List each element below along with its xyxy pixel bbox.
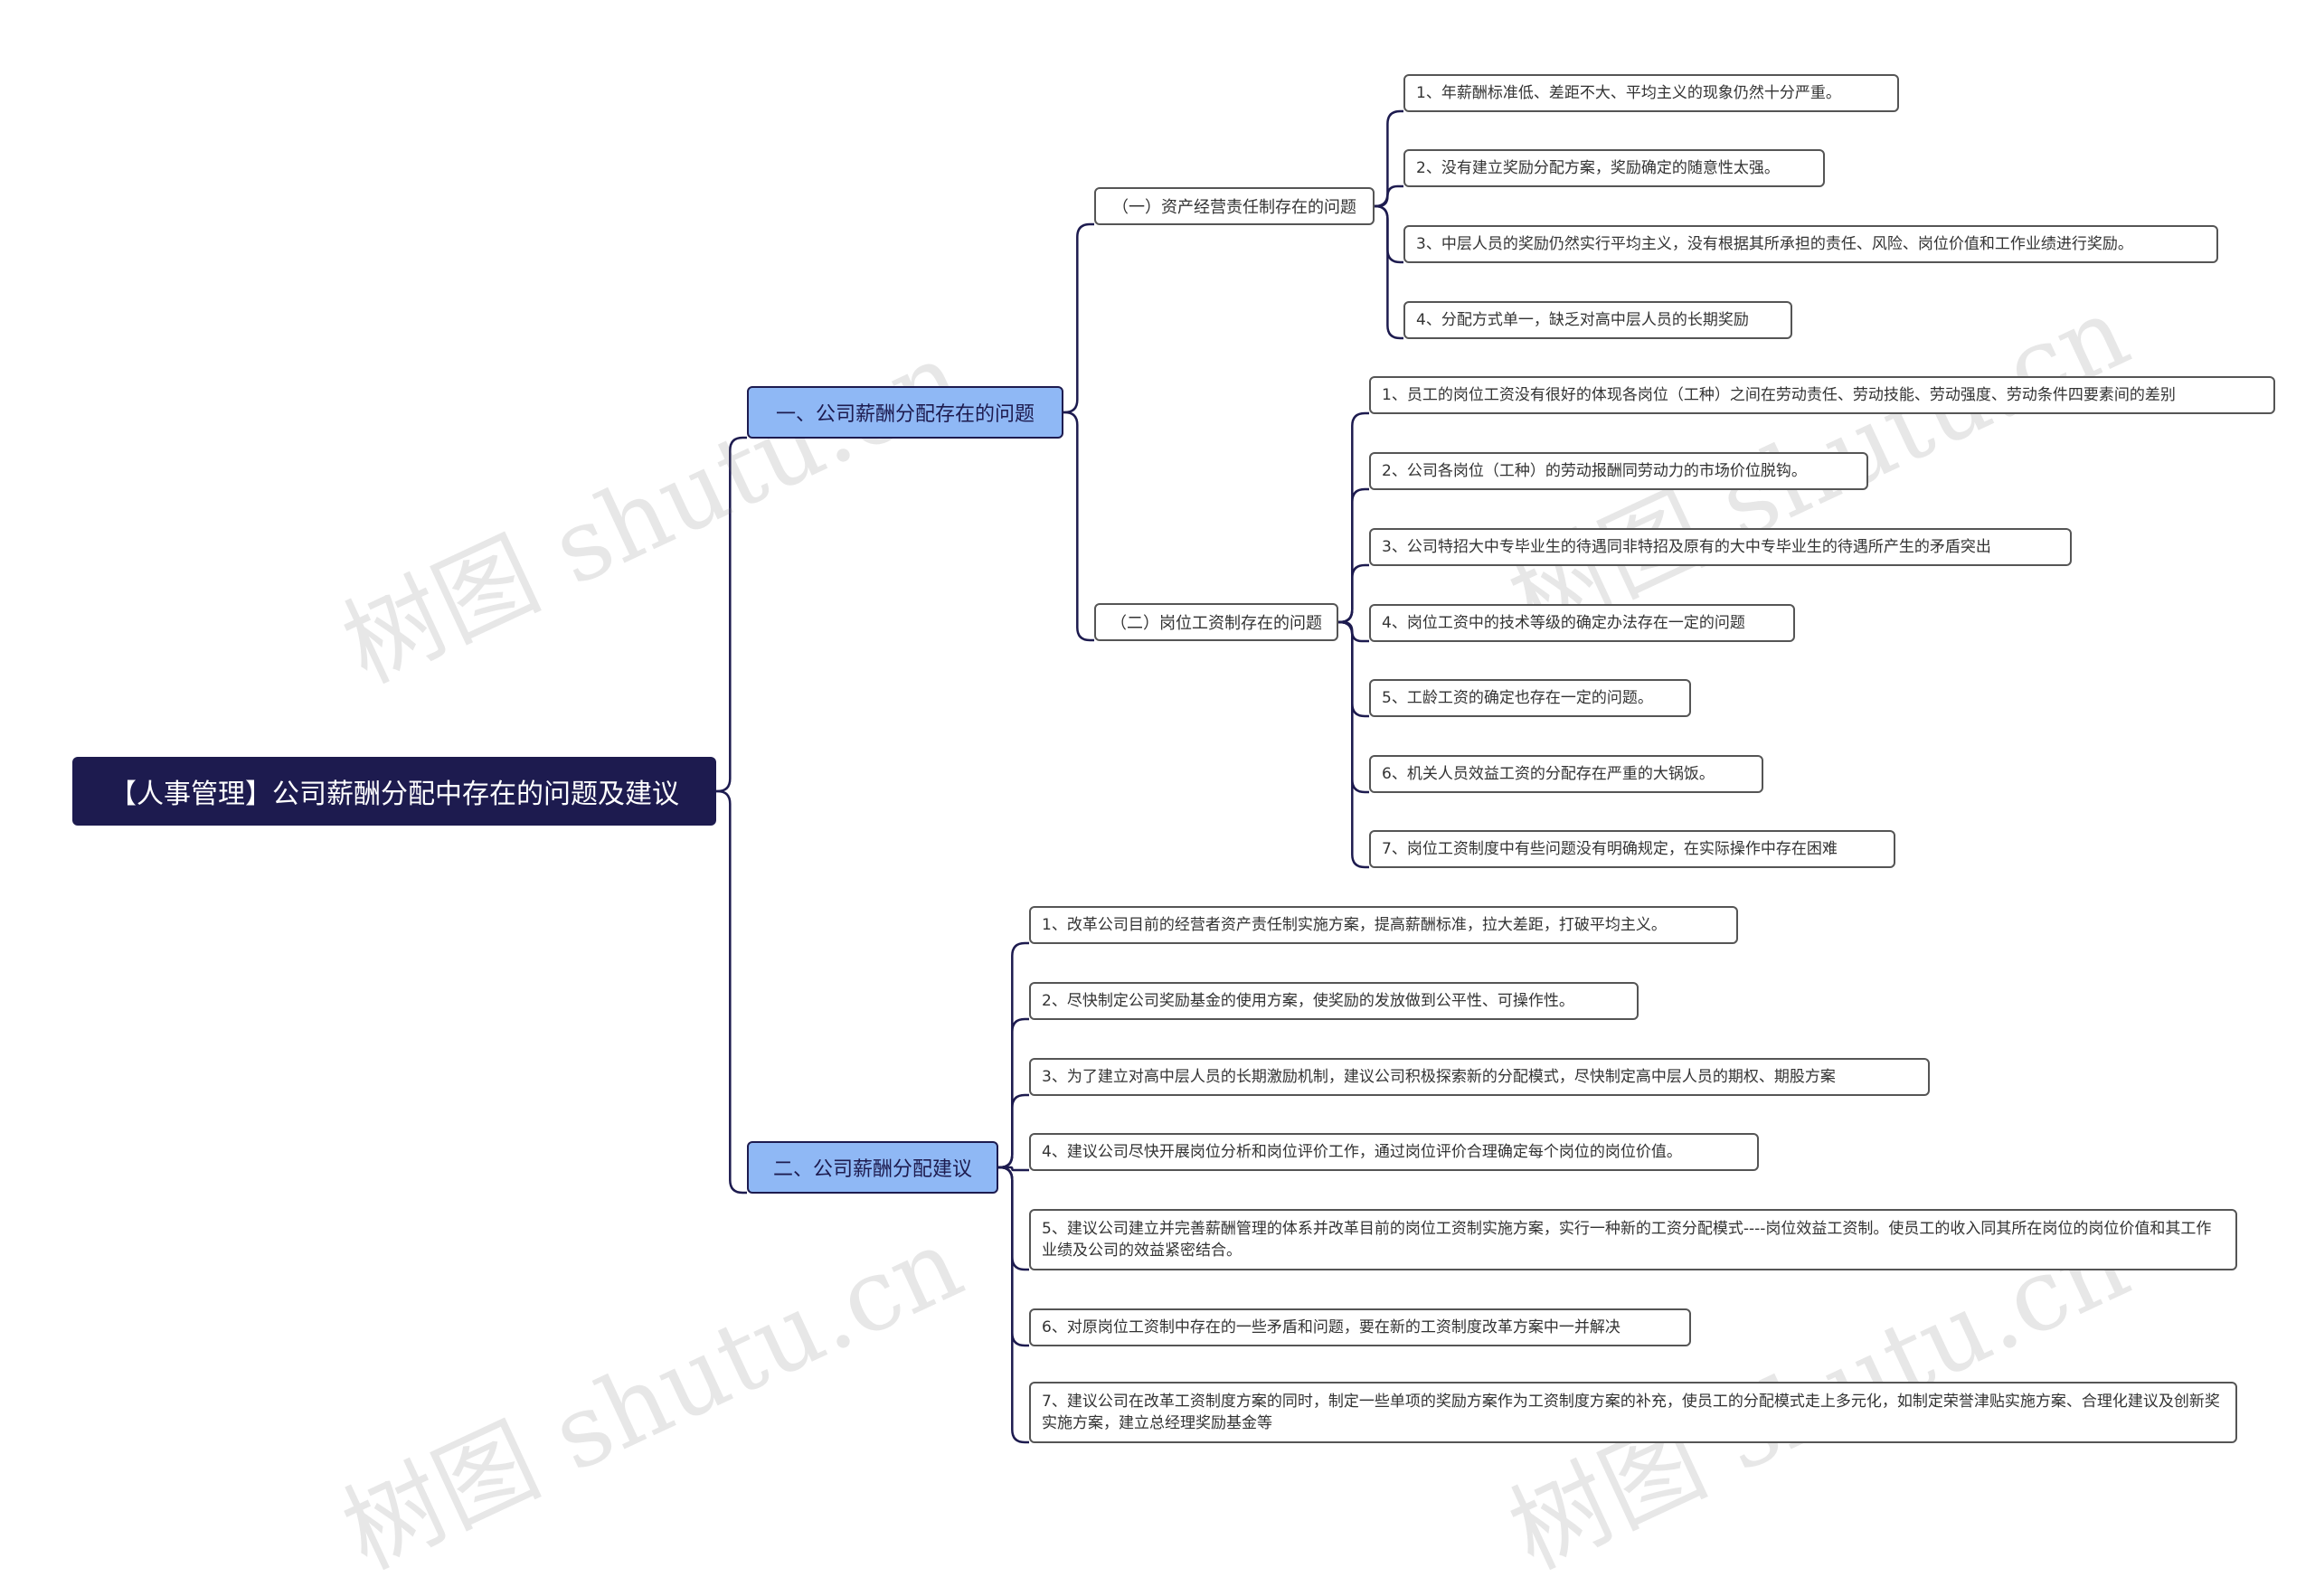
connector-line <box>998 1166 1029 1271</box>
leaf-item[interactable]: 2、没有建立奖励分配方案，奖励确定的随意性太强。 <box>1403 149 1825 187</box>
connector-line <box>998 941 1029 1169</box>
connector-line <box>1338 411 1369 624</box>
connector-line <box>1063 411 1094 642</box>
connector-line <box>1338 563 1369 624</box>
leaf-item[interactable]: 5、建议公司建立并完善薪酬管理的体系并改革目前的岗位工资制实施方案，实行一种新的… <box>1029 1209 2237 1270</box>
connector-line <box>1063 222 1094 414</box>
connector-line <box>716 789 747 1195</box>
leaf-item[interactable]: 1、改革公司目前的经营者资产责任制实施方案，提高薪酬标准，拉大差距，打破平均主义… <box>1029 906 1738 944</box>
leaf-item[interactable]: 4、分配方式单一，缺乏对高中层人员的长期奖励 <box>1403 301 1792 339</box>
leaf-item[interactable]: 7、建议公司在改革工资制度方案的同时，制定一些单项的奖励方案作为工资制度方案的补… <box>1029 1382 2237 1443</box>
mindmap-canvas: 树图 shutu.cn 树图 shutu.cn 树图 shutu.cn 树图 s… <box>72 74 2275 1591</box>
root-topic[interactable]: 【人事管理】公司薪酬分配中存在的问题及建议 <box>72 757 716 826</box>
leaf-item[interactable]: 6、机关人员效益工资的分配存在严重的大锅饭。 <box>1369 755 1763 793</box>
connector-line <box>1338 620 1369 794</box>
connector-line <box>998 1017 1029 1169</box>
connector-lines <box>716 109 1403 1444</box>
leaf-item[interactable]: 3、为了建立对高中层人员的长期激励机制，建议公司积极探索新的分配模式，尽快制定高… <box>1029 1058 1930 1096</box>
leaf-item[interactable]: 1、年薪酬标准低、差距不大、平均主义的现象仍然十分严重。 <box>1403 74 1899 112</box>
sub-branch-asset-responsibility[interactable]: （一）资产经营责任制存在的问题 <box>1094 187 1375 225</box>
connector-line <box>998 1166 1029 1347</box>
leaf-item[interactable]: 3、中层人员的奖励仍然实行平均主义，没有根据其所承担的责任、风险、岗位价值和工作… <box>1403 225 2218 263</box>
leaf-item[interactable]: 2、尽快制定公司奖励基金的使用方案，使奖励的发放做到公平性、可操作性。 <box>1029 982 1639 1020</box>
leaf-item[interactable]: 6、对原岗位工资制中存在的一些矛盾和问题，要在新的工资制度改革方案中一并解决 <box>1029 1308 1691 1346</box>
connector-line <box>1375 204 1403 340</box>
sub-branch-post-wage[interactable]: （二）岗位工资制存在的问题 <box>1094 603 1338 641</box>
branch-problems[interactable]: 一、公司薪酬分配存在的问题 <box>747 386 1063 439</box>
connector-line <box>1375 184 1403 208</box>
leaf-item[interactable]: 1、员工的岗位工资没有很好的体现各岗位（工种）之间在劳动责任、劳动技能、劳动强度… <box>1369 376 2275 414</box>
leaf-item[interactable]: 4、岗位工资中的技术等级的确定办法存在一定的问题 <box>1369 604 1795 642</box>
connector-line <box>1375 204 1403 264</box>
connector-line <box>1338 620 1369 643</box>
connector-line <box>998 1093 1029 1169</box>
connector-line <box>1338 620 1369 869</box>
leaf-item[interactable]: 7、岗位工资制度中有些问题没有明确规定，在实际操作中存在困难 <box>1369 830 1895 868</box>
leaf-item[interactable]: 2、公司各岗位（工种）的劳动报酬同劳动力的市场价位脱钩。 <box>1369 452 1868 490</box>
branch-suggestions[interactable]: 二、公司薪酬分配建议 <box>747 1141 998 1194</box>
connector-line <box>1338 487 1369 624</box>
connector-line <box>998 1166 1029 1444</box>
leaf-item[interactable]: 3、公司特招大中专毕业生的待遇同非特招及原有的大中专毕业生的待遇所产生的矛盾突出 <box>1369 528 2072 566</box>
leaf-item[interactable]: 5、工龄工资的确定也存在一定的问题。 <box>1369 679 1691 717</box>
connector-line <box>998 1166 1029 1172</box>
connector-line <box>716 436 747 793</box>
leaf-item[interactable]: 4、建议公司尽快开展岗位分析和岗位评价工作，通过岗位评价合理确定每个岗位的岗位价… <box>1029 1133 1759 1171</box>
